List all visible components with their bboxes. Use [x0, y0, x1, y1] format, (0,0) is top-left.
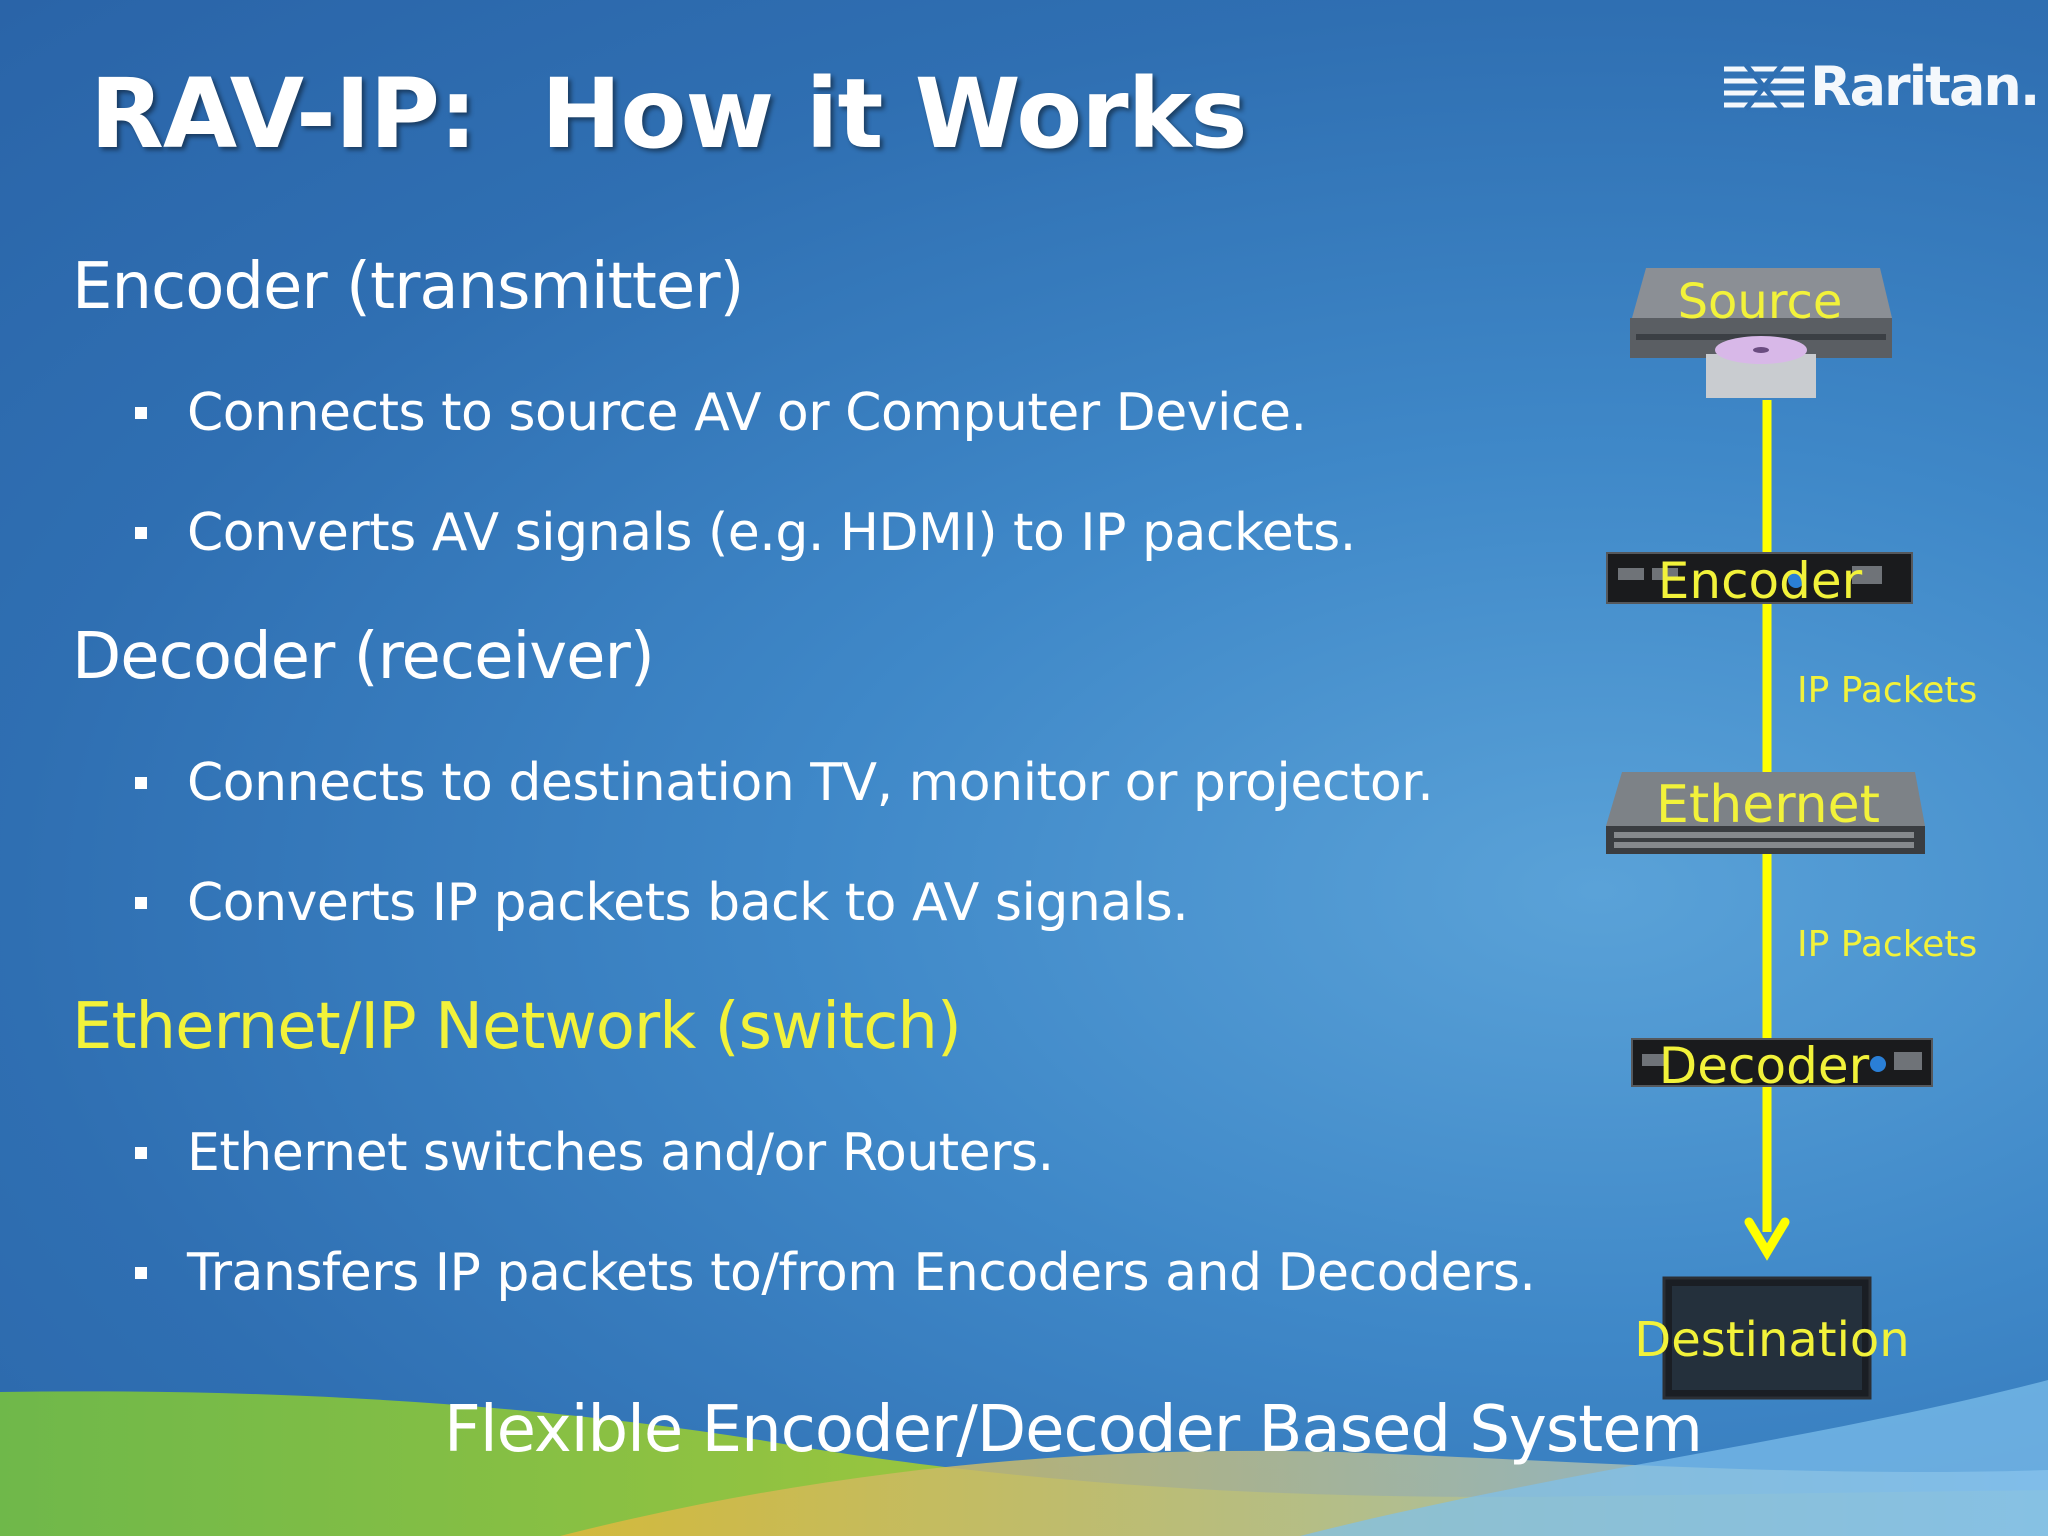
decoder-device-icon — [1631, 1038, 1933, 1087]
node-label-source: Source — [1678, 274, 1843, 330]
bullet-text: Connects to source AV or Computer Device… — [187, 383, 1307, 443]
heading-network: Ethernet/IP Network (switch) — [72, 990, 962, 1064]
bullet-item: Connects to destination TV, monitor or p… — [135, 753, 1434, 813]
bullet-square-icon — [135, 897, 147, 909]
bullet-item: Converts IP packets back to AV signals. — [135, 873, 1189, 933]
ethernet-switch-icon — [1606, 772, 1925, 854]
link-label-ip-packets: IP Packets — [1797, 924, 1977, 965]
bullet-item: Connects to source AV or Computer Device… — [135, 383, 1307, 443]
bullet-text: Ethernet switches and/or Routers. — [187, 1123, 1054, 1183]
raritan-logo: Raritan. — [1722, 55, 2040, 118]
bullet-text: Transfers IP packets to/from Encoders an… — [187, 1243, 1536, 1303]
bullet-text: Connects to destination TV, monitor or p… — [187, 753, 1434, 813]
dvd-player-icon — [1630, 268, 1892, 398]
footer-caption: Flexible Encoder/Decoder Based System — [444, 1393, 1703, 1467]
bullet-text: Converts IP packets back to AV signals. — [187, 873, 1189, 933]
logo-text: Raritan. — [1810, 55, 2040, 118]
link-label-ip-packets: IP Packets — [1797, 670, 1977, 711]
slide-title: RAV-IP: How it Works — [90, 58, 1248, 170]
monitor-icon — [1662, 1276, 1872, 1400]
bullet-text: Converts AV signals (e.g. HDMI) to IP pa… — [187, 503, 1356, 563]
bullet-item: Transfers IP packets to/from Encoders an… — [135, 1243, 1536, 1303]
bullet-square-icon — [135, 527, 147, 539]
heading-encoder: Encoder (transmitter) — [72, 250, 744, 324]
node-label-ethernet: Ethernet — [1656, 775, 1880, 835]
arrowhead-icon — [1744, 1217, 1790, 1261]
node-label-decoder: Decoder — [1659, 1037, 1870, 1095]
node-label-destination: Destination — [1634, 1312, 1909, 1368]
bullet-item: Ethernet switches and/or Routers. — [135, 1123, 1054, 1183]
raritan-logo-icon — [1724, 62, 1804, 111]
bullet-square-icon — [135, 1147, 147, 1159]
heading-decoder: Decoder (receiver) — [72, 620, 655, 694]
bullet-item: Converts AV signals (e.g. HDMI) to IP pa… — [135, 503, 1356, 563]
bullet-square-icon — [135, 407, 147, 419]
encoder-device-icon — [1606, 552, 1913, 604]
bullet-square-icon — [135, 1267, 147, 1279]
node-label-encoder: Encoder — [1658, 552, 1863, 610]
bullet-square-icon — [135, 777, 147, 789]
